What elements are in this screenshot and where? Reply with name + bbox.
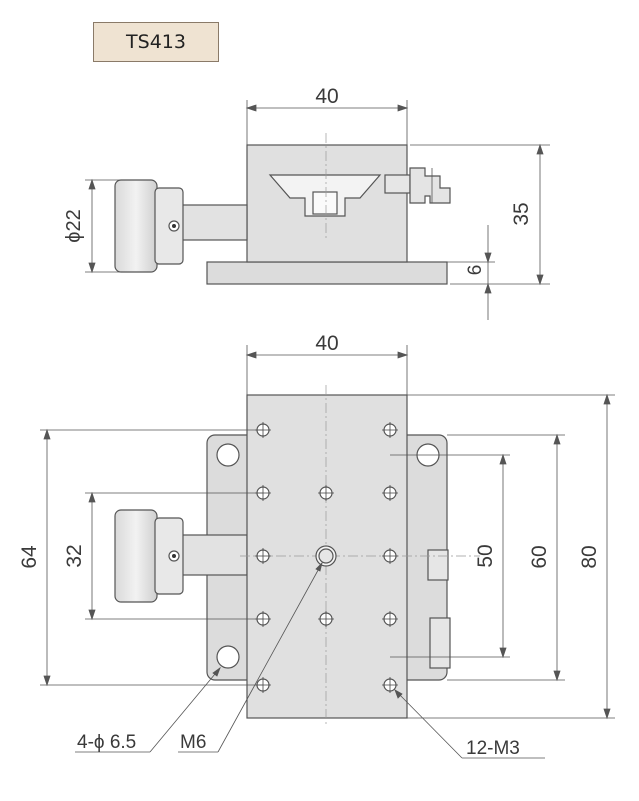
side-lock-knob	[409, 167, 451, 204]
mount-hole	[216, 443, 240, 467]
dim-side-width: 40	[315, 85, 338, 108]
side-view	[114, 133, 451, 285]
side-knob-shaft	[179, 204, 248, 241]
dim-base-thickness: 6	[465, 265, 486, 276]
callout-mount-holes: 4-ϕ 6.5	[77, 732, 136, 753]
top-lock-knob	[427, 549, 449, 581]
side-lock-stem	[384, 174, 411, 194]
top-knob-shaft	[179, 534, 248, 576]
mount-hole	[216, 645, 240, 669]
dim-left-height: 64	[18, 545, 41, 569]
dim-inner-60: 60	[528, 545, 551, 568]
dim-side-height: 35	[510, 202, 533, 225]
callout-center-thread: M6	[180, 732, 206, 753]
dim-knob-diameter: ϕ22	[63, 209, 85, 242]
side-dovetail-block	[312, 191, 338, 215]
top-knob	[114, 509, 158, 603]
model-label: TS413	[93, 22, 219, 62]
side-knob	[114, 179, 158, 273]
callout-tapped-holes: 12-M3	[466, 738, 520, 759]
top-dimension-lines	[40, 345, 615, 759]
side-dimension-lines	[85, 100, 550, 320]
dim-overall: 80	[578, 545, 601, 568]
side-stage-body	[246, 144, 408, 263]
dim-knob-offset: 32	[63, 544, 86, 567]
dim-top-width: 40	[315, 332, 338, 355]
side-base-plate	[206, 261, 448, 285]
top-view	[114, 385, 480, 725]
dim-inner-50: 50	[474, 544, 497, 567]
